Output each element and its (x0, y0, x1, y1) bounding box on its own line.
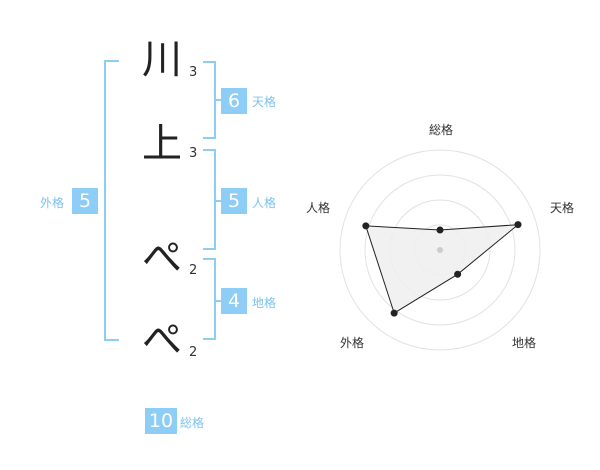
stroke-count-3: 2 (189, 263, 198, 278)
name-char-4: ぺ (142, 317, 182, 363)
tenkaku-connector (214, 99, 221, 101)
stroke-count-1: 3 (189, 65, 198, 80)
jinkaku-label: 人格 (252, 196, 277, 210)
soukaku-label: 総格 (180, 416, 205, 430)
radar-point-2 (454, 270, 462, 278)
radar-point-3 (390, 309, 398, 317)
chikaku-connector (214, 300, 221, 302)
chikaku-bracket (203, 258, 216, 340)
radar-axis-label-gaikaku: 外格 (340, 336, 365, 350)
jinkaku-value: 5 (221, 188, 247, 214)
radar-axis-label-chikaku: 地格 (512, 336, 537, 350)
radar-axis-label-soukaku: 総格 (429, 123, 454, 137)
name-char-2: 上 (142, 121, 182, 167)
chikaku-label: 地格 (252, 296, 277, 310)
soukaku-value: 10 (145, 408, 177, 434)
gaikaku-bracket (104, 60, 119, 341)
name-char-3: ぺ (142, 235, 182, 281)
gaikaku-value: 5 (72, 188, 98, 214)
tenkaku-value: 6 (221, 88, 247, 114)
radar-axis-label-jinkaku: 人格 (306, 201, 331, 215)
gaikaku-label: 外格 (40, 196, 65, 210)
radar-center-dot (437, 247, 443, 253)
name-char-1: 川 (142, 37, 182, 83)
chikaku-value: 4 (221, 288, 247, 314)
radar-axis-label-tenkaku: 天格 (550, 201, 575, 215)
radar-point-4 (362, 222, 370, 230)
jinkaku-bracket (203, 149, 216, 250)
stroke-count-4: 2 (189, 345, 198, 360)
radar-ring-4 (339, 149, 541, 351)
jinkaku-connector (214, 200, 221, 202)
radar-ring-3 (364, 174, 516, 326)
radar-points (362, 221, 522, 317)
radar-polygon (365, 224, 520, 314)
stroke-count-2: 3 (189, 146, 198, 161)
radar-point-1 (514, 221, 522, 229)
radar-point-0 (436, 226, 444, 234)
tenkaku-label: 天格 (252, 95, 277, 109)
